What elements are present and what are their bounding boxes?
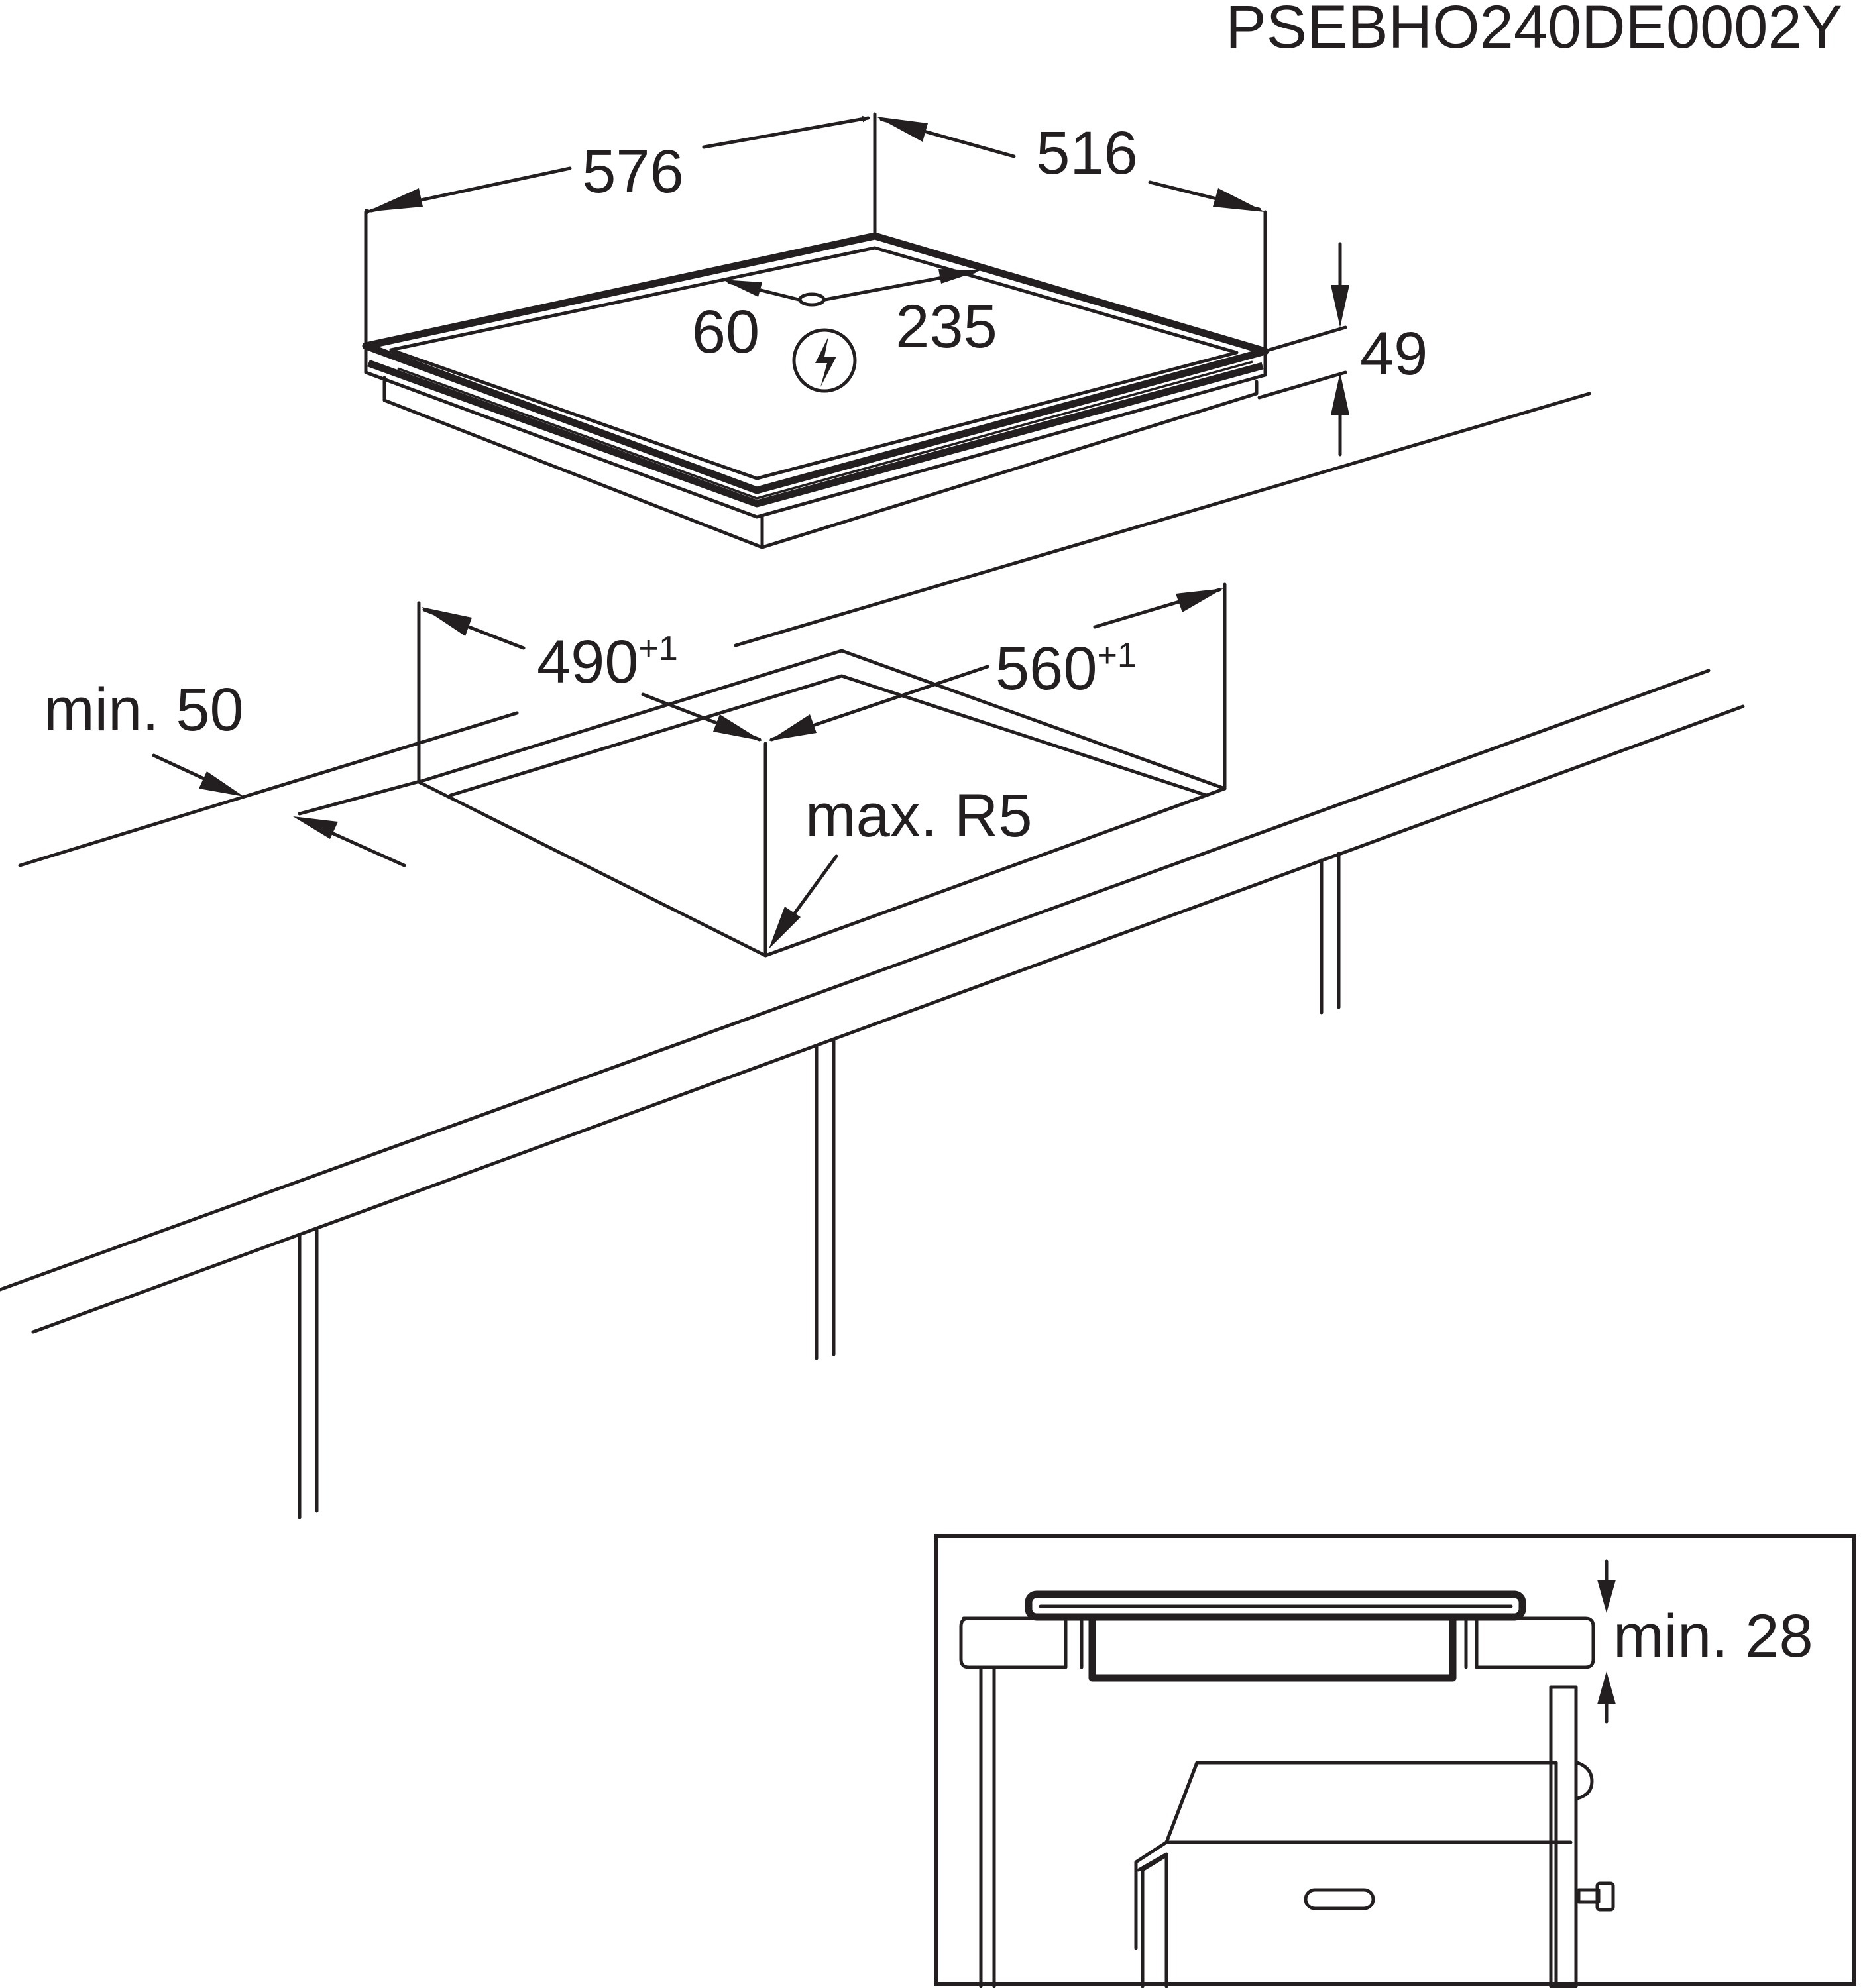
label-576: 576 (582, 138, 684, 205)
label-min-50: min. 50 (44, 676, 244, 744)
label-max-r5: max. R5 (805, 782, 1033, 850)
dimension-max-r5 (769, 854, 838, 949)
label-490-tolerance: +1 (639, 630, 678, 668)
lightning-bolt-icon (792, 328, 857, 393)
label-235: 235 (895, 293, 997, 360)
label-60: 60 (692, 298, 760, 366)
dimension-516 (876, 117, 1267, 352)
worktop (0, 392, 1745, 1334)
connection-point (722, 269, 981, 307)
label-490: 490+1 (537, 628, 678, 696)
label-516: 516 (1036, 119, 1138, 187)
inset-section-view (934, 1534, 1856, 1988)
label-560: 560+1 (995, 635, 1137, 702)
label-min-28: min. 28 (1613, 1602, 1813, 1670)
hob (362, 232, 1269, 549)
label-560-value: 560 (995, 635, 1098, 702)
dimension-min-50 (152, 753, 406, 867)
cutout (417, 582, 1227, 958)
label-49: 49 (1360, 320, 1428, 388)
cabinet-legs (298, 852, 1341, 1519)
label-490-value: 490 (537, 628, 639, 696)
dimension-576 (364, 112, 877, 347)
document-code: PSEBHO240DE0002Y (1225, 0, 1842, 61)
dimension-490 (422, 607, 762, 742)
dimension-560 (769, 588, 1223, 742)
label-560-tolerance: +1 (1098, 636, 1137, 675)
dimension-49 (1257, 242, 1349, 457)
